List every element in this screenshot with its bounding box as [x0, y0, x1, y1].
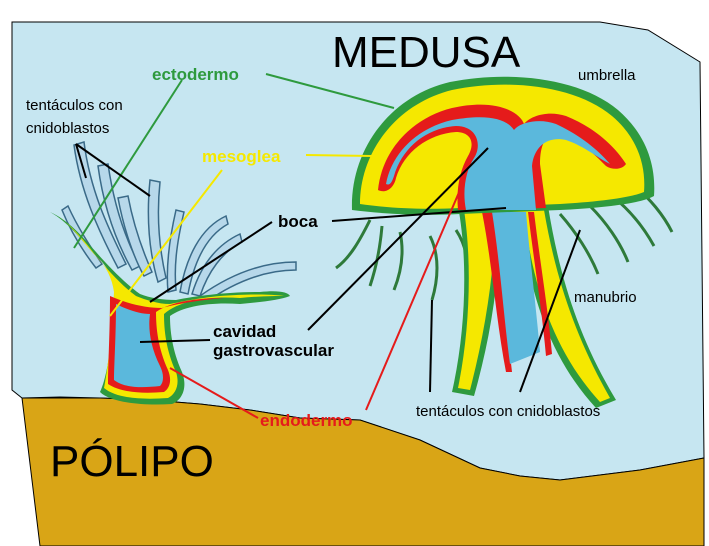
manubrio-label: manubrio — [574, 289, 637, 306]
medusa-manubrio-mesoglea — [458, 210, 610, 402]
polyp-gastrovascular-cavity — [114, 304, 163, 388]
tentaculos-leader-medusa-1 — [429, 299, 433, 393]
tentaculos-medusa-label: tentáculos con cnidoblastos — [416, 403, 600, 420]
tentaculos-leader-polyp-2 — [75, 143, 151, 197]
medusa-manubrio-cavity — [492, 212, 540, 364]
ectodermo-leader-polyp — [73, 79, 183, 249]
polipo-title: PÓLIPO — [50, 437, 214, 486]
boca-label: boca — [278, 212, 318, 231]
polyp-tentacle — [117, 195, 153, 277]
endodermo-leader-polyp — [169, 367, 259, 419]
mesoglea-label: mesoglea — [202, 147, 281, 166]
cavidad-leader-polyp — [139, 339, 211, 343]
cavidad-label-line2: gastrovascular — [213, 341, 334, 360]
medusa-tentacle — [368, 225, 384, 287]
medusa-tentacle — [588, 204, 630, 263]
polyp-tentacle — [73, 141, 128, 269]
medusa-title: MEDUSA — [332, 28, 521, 77]
leader-lines — [73, 73, 581, 419]
tentaculos-leader-polyp-1 — [75, 143, 87, 179]
tentaculos-polipo-label-line2: cnidoblastos — [26, 120, 109, 137]
boca-leader-polyp — [149, 221, 273, 303]
medusa-tentacle — [558, 213, 600, 275]
ectodermo-label: ectodermo — [152, 65, 239, 84]
mesoglea-leader-polyp — [109, 169, 223, 317]
polyp-tentacle — [166, 209, 185, 293]
cavidad-label-line1: cavidad — [213, 322, 276, 341]
medusa-gastrovascular-cavity — [386, 117, 610, 210]
boca-leader-medusa — [331, 207, 507, 222]
medusa-tentacle — [428, 235, 439, 301]
endodermo-leader-medusa — [365, 189, 461, 411]
umbrella-label: umbrella — [578, 67, 636, 84]
cavidad-leader-medusa — [307, 147, 489, 331]
ectodermo-leader-medusa — [265, 73, 395, 109]
mesoglea-leader-medusa — [305, 154, 373, 157]
medusa-figure — [335, 76, 674, 408]
polyp-tentacle — [147, 179, 167, 284]
tentaculos-leader-medusa-2 — [519, 229, 581, 393]
medusa-tentacle — [335, 219, 372, 270]
tentaculos-polipo-label-line1: tentáculos con — [26, 97, 123, 114]
endodermo-label: endodermo — [260, 411, 353, 430]
